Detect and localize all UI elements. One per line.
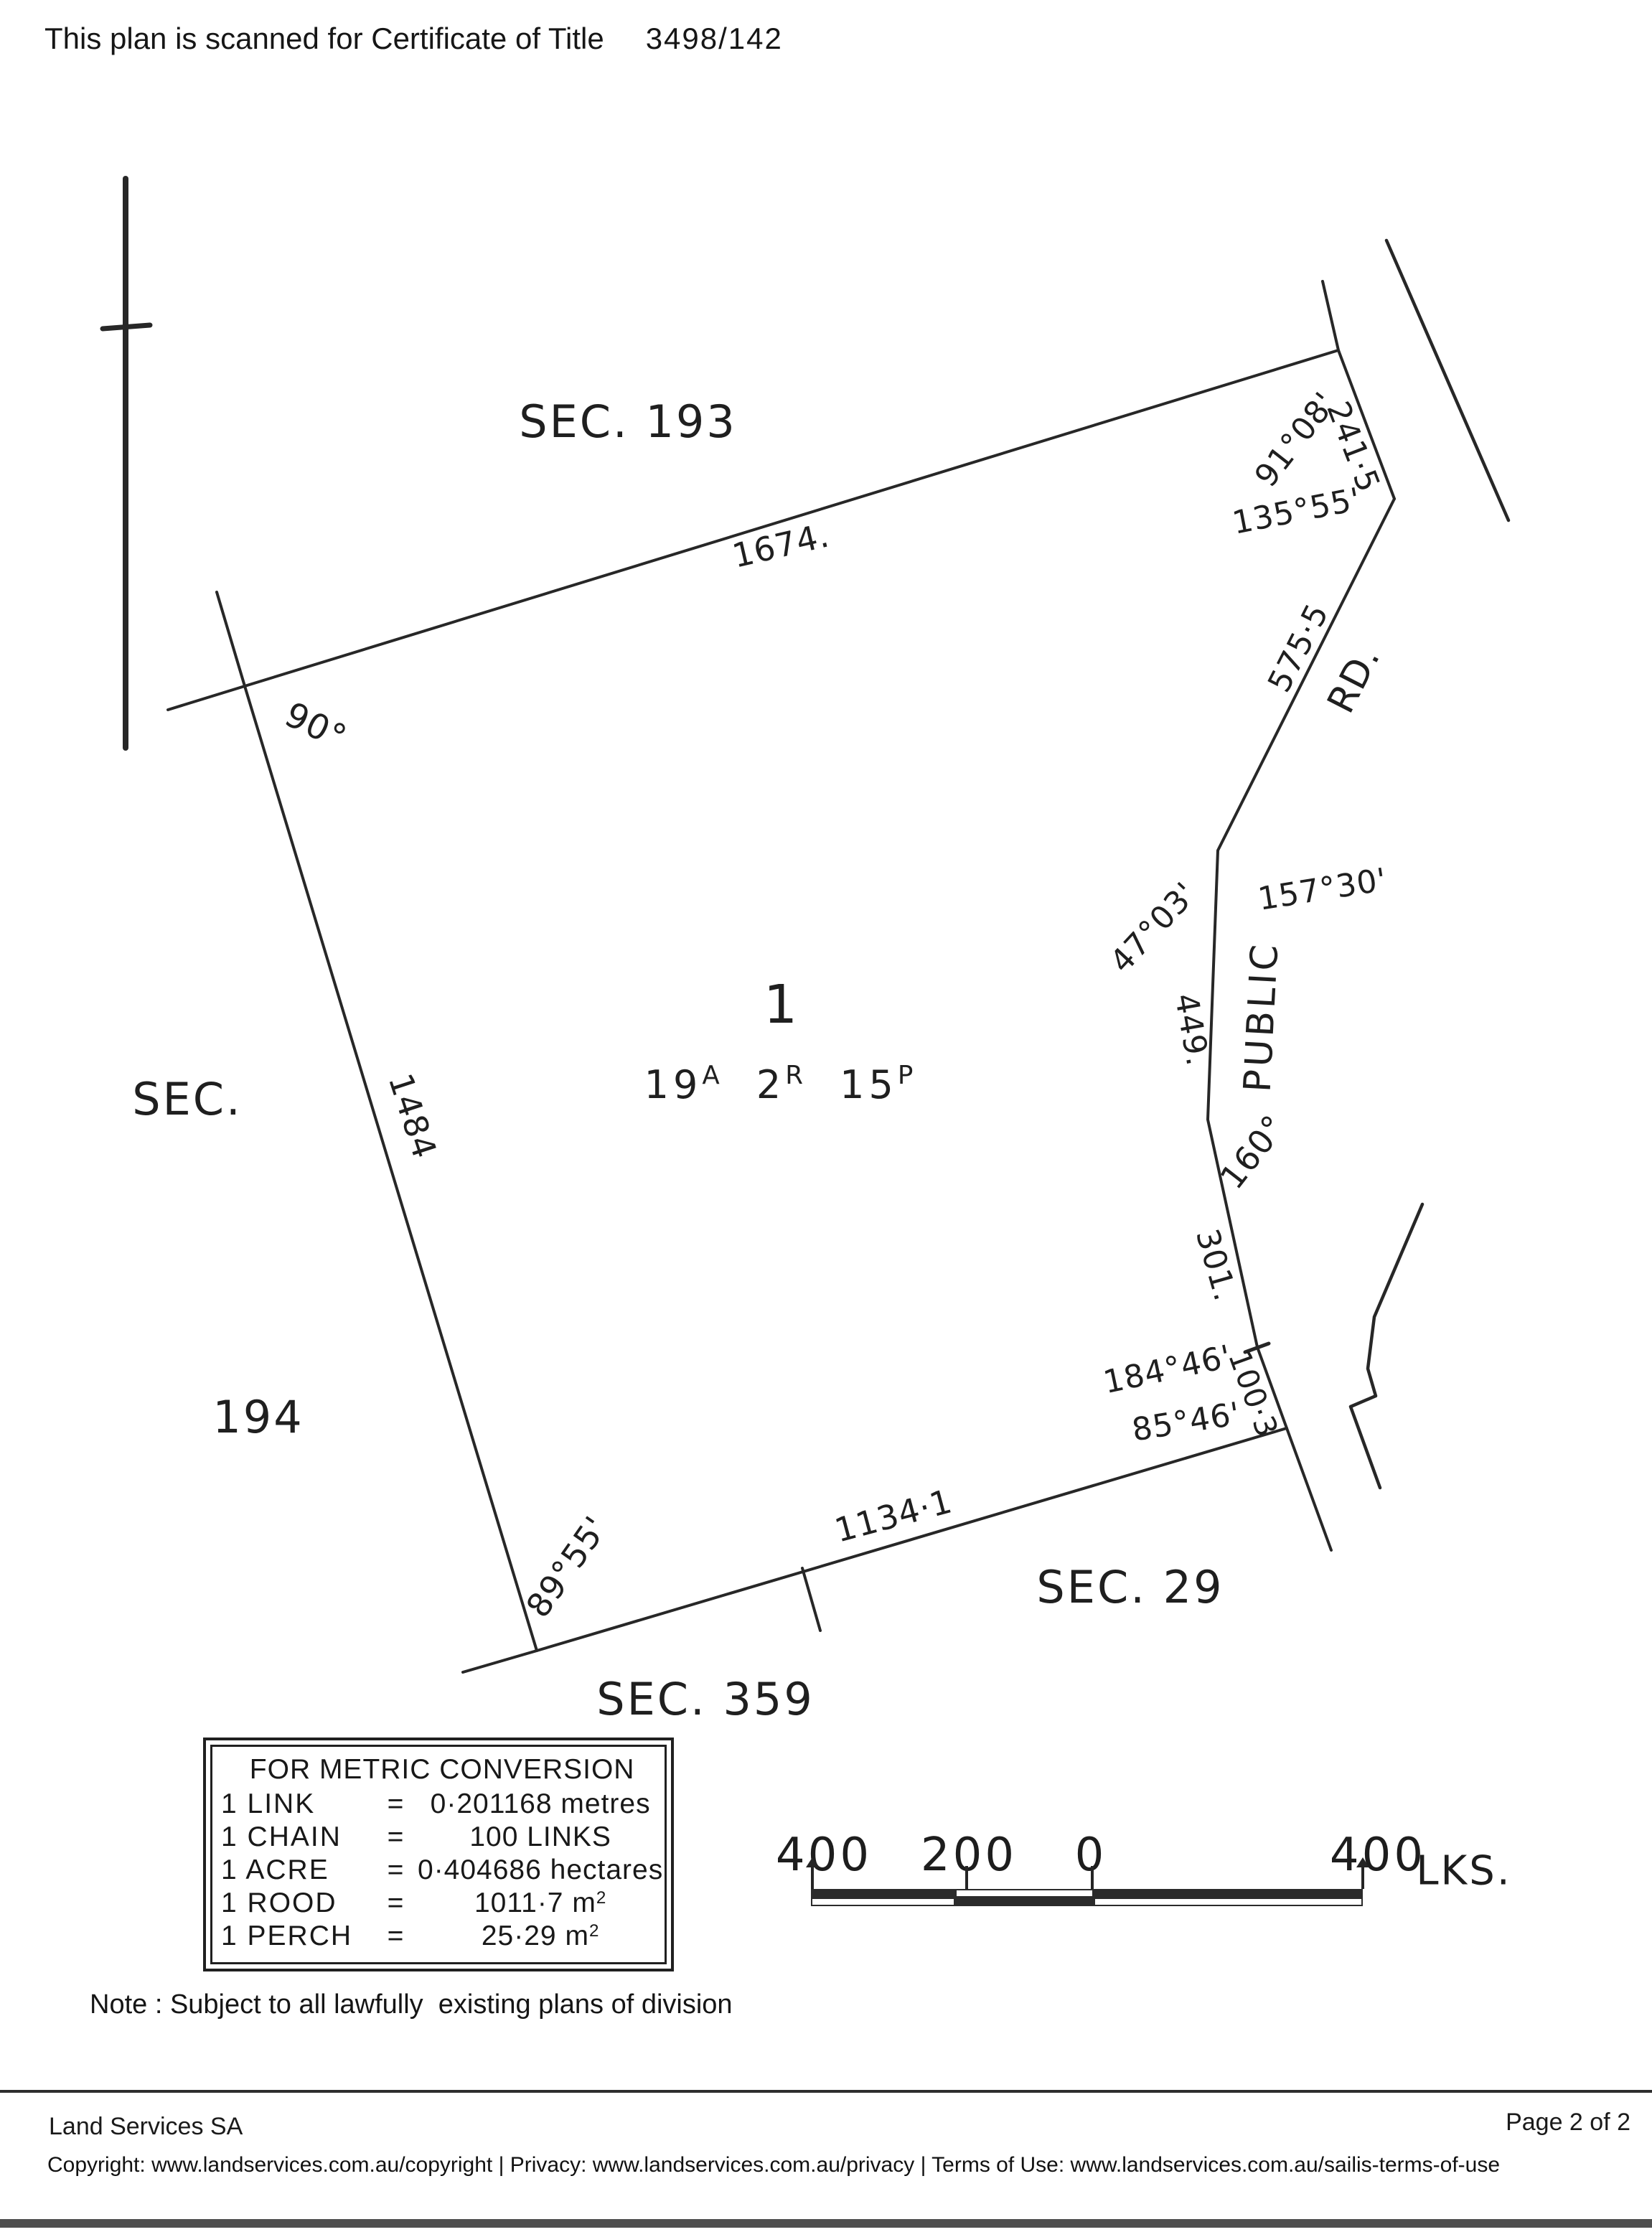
label-section-29: SEC. 29 xyxy=(1036,1561,1224,1613)
scale-segment xyxy=(1094,1898,1363,1906)
boundary-corner-tick xyxy=(1243,1341,1271,1354)
equals-sign: = xyxy=(387,1821,404,1852)
conversion-title: FOR METRIC CONVERSION xyxy=(249,1754,635,1785)
equals-sign: = xyxy=(387,1854,404,1885)
area-acres: 19A xyxy=(644,1061,720,1107)
scale-arrow xyxy=(806,1857,819,1867)
parcel-west-boundary xyxy=(215,591,538,1652)
scale-segment xyxy=(811,1898,955,1906)
conversion-row-value: 100 LINKS xyxy=(469,1821,611,1852)
plan-note: Note : Subject to all lawfully existing … xyxy=(90,1989,733,2020)
certificate-title-reference: 3498/142 xyxy=(645,22,783,55)
footer-page-number: Page 2 of 2 xyxy=(1506,2109,1630,2136)
conversion-row-value: 25·29 m2 xyxy=(481,1921,600,1951)
scan-header: This plan is scanned for Certificate of … xyxy=(44,22,783,56)
scale-tick xyxy=(806,1857,819,1889)
label-section-359: SEC. 359 xyxy=(596,1673,815,1725)
metric-conversion-box: FOR METRIC CONVERSION 1 LINK = 0·201168 … xyxy=(203,1738,674,1971)
conversion-row-label: 1 CHAIN xyxy=(221,1821,342,1852)
scale-label-400-right: 400 xyxy=(1329,1829,1427,1882)
parcel-south-boundary xyxy=(461,1427,1288,1674)
scale-segment xyxy=(955,1889,1094,1898)
conversion-row-label: 1 PERCH xyxy=(221,1921,353,1951)
conversion-row-value: 1011·7 m2 xyxy=(474,1888,607,1918)
conversion-row-value: 0·201168 metres xyxy=(430,1788,651,1819)
scale-segment xyxy=(811,1889,955,1898)
conversion-row-label: 1 ROOD xyxy=(221,1888,337,1918)
scale-segment xyxy=(1094,1889,1363,1898)
scale-label-0: 0 xyxy=(1074,1829,1107,1882)
scale-segment xyxy=(955,1898,1094,1906)
parcel-number: 1 xyxy=(763,974,799,1036)
scan-edge-artifact xyxy=(0,2219,1652,2228)
scale-tick xyxy=(1356,1857,1369,1889)
footer-divider xyxy=(0,2090,1652,2093)
scale-tick xyxy=(1091,1866,1094,1889)
conversion-row-value: 0·404686 hectares xyxy=(418,1854,664,1885)
road-name-public: PUBLIC xyxy=(1236,940,1287,1094)
scale-label-400-left: 400 xyxy=(775,1829,873,1882)
parcel-northeast-boundary xyxy=(1321,280,1396,500)
scan-note-text: This plan is scanned for Certificate of … xyxy=(44,22,604,55)
scale-unit-links: LKS. xyxy=(1416,1847,1512,1895)
section-divider-stub xyxy=(801,1567,822,1632)
scale-bar: 400 200 0 400 LKS. xyxy=(776,1827,1532,1920)
area-roods: 2R xyxy=(756,1061,804,1107)
road-east-boundary-upper xyxy=(1384,238,1511,522)
equals-sign: = xyxy=(387,1788,404,1819)
scale-tick xyxy=(965,1866,968,1889)
datum-tick xyxy=(100,322,153,332)
equals-sign: = xyxy=(387,1888,404,1918)
parcel-top-boundary xyxy=(166,349,1340,711)
road-east-boundary-lower xyxy=(1348,1202,1425,1490)
conversion-row-label: 1 LINK xyxy=(221,1788,316,1819)
footer-copyright-links: Copyright: www.landservices.com.au/copyr… xyxy=(47,2153,1501,2177)
scale-arrow xyxy=(1356,1857,1369,1867)
road-west-boundary xyxy=(1206,497,1396,1552)
label-section-word: SEC. xyxy=(132,1073,243,1125)
footer-organisation: Land Services SA xyxy=(49,2113,243,2140)
area-perches: 15P xyxy=(840,1061,914,1107)
parcel-area: 19A 2R 15P xyxy=(634,1063,924,1105)
metric-conversion-table: FOR METRIC CONVERSION 1 LINK = 0·201168 … xyxy=(210,1745,667,1964)
equals-sign: = xyxy=(387,1921,404,1951)
label-section-194: 194 xyxy=(212,1391,304,1443)
conversion-row-label: 1 ACRE xyxy=(221,1854,329,1885)
scale-label-200: 200 xyxy=(920,1829,1018,1882)
label-section-193: SEC. 193 xyxy=(519,395,737,448)
